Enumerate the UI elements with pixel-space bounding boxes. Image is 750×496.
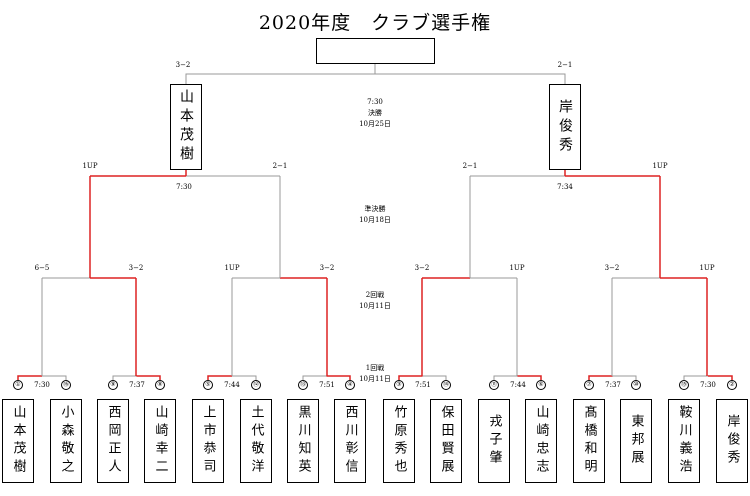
r1-time-1: 7:30 [34, 381, 50, 389]
seed-3: ⑨ [108, 380, 118, 390]
final-date: 10月25日 [359, 120, 391, 128]
finalist-right: 岸俊秀 [549, 84, 581, 170]
seed-8: ④ [345, 380, 355, 390]
r2-info: 2回戦 10月11日 [359, 290, 391, 312]
player-16: 岸俊秀 [716, 399, 748, 483]
seed-1: ① [13, 380, 23, 390]
player-14: 東邦展 [620, 399, 652, 483]
player-11: 戎子肇 [478, 399, 510, 483]
bracket-line-13 [588, 375, 613, 380]
seed-15: ⑮ [679, 380, 689, 390]
r1-time-7: 7:37 [605, 381, 621, 389]
seed-4: ⑧ [155, 380, 165, 390]
player-13: 髙橋和明 [573, 399, 605, 483]
player-5: 上市恭司 [192, 399, 224, 483]
score-r2-1: 6−5 [34, 264, 50, 272]
semi-time-left: 7:30 [176, 183, 192, 191]
player-4: 山崎幸二 [144, 399, 176, 483]
seed-5: ⑤ [203, 380, 213, 390]
bracket-line-11 [517, 375, 542, 380]
score-r2-8: 1UP [699, 264, 715, 272]
bracket-line-9 [398, 375, 423, 380]
bracket-line-0 [42, 375, 67, 380]
score-r2-4: 3−2 [319, 264, 335, 272]
player-1: 山本茂樹 [2, 399, 34, 483]
bracket-line-1 [17, 375, 42, 380]
page-title: 2020年度 クラブ選手権 [258, 12, 492, 34]
score-semi-2: 2−1 [272, 162, 288, 170]
player-6: 土代敬洋 [240, 399, 272, 483]
score-final-right: 2−1 [557, 61, 573, 69]
bracket-line-8 [422, 375, 447, 380]
r2-date: 10月11日 [359, 302, 391, 310]
bracket-line-2 [112, 375, 137, 380]
r1-info: 1回戦 10月11日 [359, 363, 391, 385]
bracket-line-10 [493, 375, 518, 380]
seed-7: ⑬ [298, 380, 308, 390]
seed-6: ⑫ [251, 380, 261, 390]
r1-time-3: 7:44 [224, 381, 240, 389]
semi-date: 10月18日 [359, 216, 391, 224]
r1-time-4: 7:51 [319, 381, 335, 389]
final-info: 7:30 決勝 10月25日 [359, 97, 391, 130]
seed-14: ⑩ [631, 380, 641, 390]
player-2: 小森敬之 [50, 399, 82, 483]
player-8: 西川彰信 [334, 399, 366, 483]
bracket-line-15 [708, 375, 733, 380]
r1-name: 1回戦 [365, 364, 385, 372]
bracket-line-4 [232, 375, 257, 380]
final-name: 決勝 [367, 109, 382, 117]
score-final-left: 3−2 [175, 61, 191, 69]
seed-16: ② [727, 380, 737, 390]
r1-time-2: 7:37 [129, 381, 145, 389]
champion-box [316, 38, 435, 64]
final-time: 7:30 [367, 98, 383, 106]
bracket-line-14 [683, 375, 708, 380]
player-12: 山崎忠志 [525, 399, 557, 483]
player-10: 保田賢展 [430, 399, 462, 483]
r1-date: 10月11日 [359, 375, 391, 383]
score-semi-4: 1UP [652, 162, 668, 170]
seed-9: ③ [394, 380, 404, 390]
bracket-line-42 [185, 73, 566, 84]
seed-12: ⑥ [536, 380, 546, 390]
player-3: 西岡正人 [97, 399, 129, 483]
r2-name: 2回戦 [365, 291, 385, 299]
semi-time-right: 7:34 [557, 183, 573, 191]
r1-time-6: 7:44 [510, 381, 526, 389]
semi-info: 準決勝 10月18日 [359, 204, 391, 226]
bracket-line-6 [302, 375, 327, 380]
semi-name: 準決勝 [364, 205, 386, 213]
player-9: 竹原秀也 [383, 399, 415, 483]
seed-2: ⑯ [61, 380, 71, 390]
seed-13: ⑦ [584, 380, 594, 390]
bracket-line-5 [207, 375, 232, 380]
score-r2-6: 1UP [509, 264, 525, 272]
finalist-left: 山本茂樹 [170, 84, 202, 170]
bracket-line-3 [136, 375, 161, 380]
score-r2-2: 3−2 [128, 264, 144, 272]
r1-time-5: 7:51 [415, 381, 431, 389]
score-r2-5: 3−2 [414, 264, 430, 272]
score-semi-1: 1UP [82, 162, 98, 170]
seed-10: ⑭ [441, 380, 451, 390]
score-semi-3: 2−1 [462, 162, 478, 170]
player-7: 黒川知英 [287, 399, 319, 483]
score-r2-7: 3−2 [604, 264, 620, 272]
bracket-line-7 [326, 375, 351, 380]
score-r2-3: 1UP [224, 264, 240, 272]
seed-11: ⑪ [489, 380, 499, 390]
player-15: 鞍川義浩 [668, 399, 700, 483]
r1-time-8: 7:30 [700, 381, 716, 389]
bracket-line-12 [612, 375, 637, 380]
